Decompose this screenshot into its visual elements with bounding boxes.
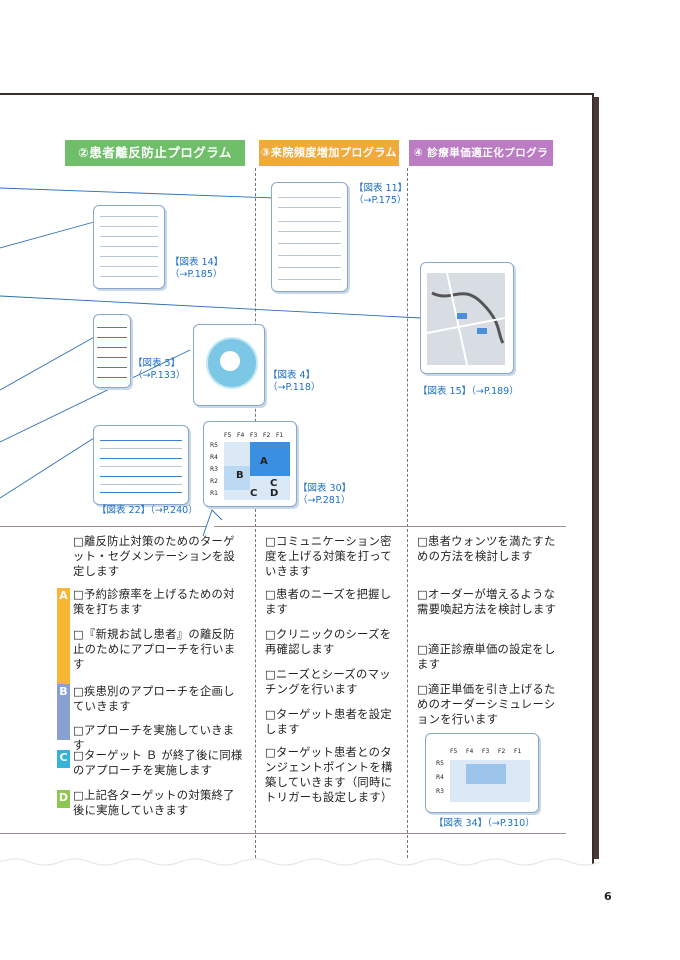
grid-col: F2 <box>498 748 506 755</box>
grid-col: F4 <box>237 432 245 439</box>
section-rule <box>0 833 566 834</box>
connector <box>0 349 191 443</box>
marker-d: D <box>57 790 70 808</box>
checklist-item[interactable]: □適正単価を引き上げるためのオーダーシミュレーションを行います <box>417 683 556 726</box>
figure-4-label: 【図表 4】 <box>268 370 316 381</box>
grid-row: R3 <box>436 788 444 795</box>
header-col2: ②患者離反防止プログラム <box>65 140 245 166</box>
grid-col: F5 <box>450 748 458 755</box>
figure-30-page: （→P.281） <box>298 495 351 506</box>
figure-34-thumbnail[interactable]: F5 F4 F3 F2 F1 R5 R4 R3 <box>425 733 539 813</box>
figure-14-thumbnail[interactable] <box>93 205 165 289</box>
checklist-item[interactable]: □適正診療単価の設定をします <box>417 643 556 671</box>
segment-letter: C <box>250 488 258 499</box>
section-rule <box>0 526 566 527</box>
figure-4-page: （→P.118） <box>268 382 321 393</box>
header-col3: ③来院頻度増加プログラム <box>259 140 399 166</box>
grid-body: A B C C D <box>224 442 290 500</box>
figure-34-label: 【図表 34】（→P.310） <box>434 818 535 829</box>
figure-14-label: 【図表 14】 <box>170 257 224 268</box>
grid-row: R3 <box>210 466 218 473</box>
page-number: 6 <box>604 890 612 903</box>
segment-letter: D <box>270 488 279 499</box>
figure-30-label: 【図表 30】 <box>298 483 352 494</box>
segment-letter: C <box>270 478 278 489</box>
grid-row: R2 <box>210 478 218 485</box>
checklist-item[interactable]: □上記各ターゲットの対策終了後に実施していきます <box>73 789 235 817</box>
page-shadow <box>594 97 599 859</box>
header-col4: ④ 診療単価適正化プログラム <box>409 140 553 185</box>
figure-5-page: （→P.133） <box>133 370 186 381</box>
marker-a: A <box>57 588 70 686</box>
grid-col: F2 <box>263 432 271 439</box>
figure-5-label: 【図表 5】 <box>133 358 181 369</box>
grid-col: F1 <box>276 432 284 439</box>
segment-letter: A <box>260 456 268 467</box>
figure-5-thumbnail[interactable] <box>93 314 131 388</box>
figure-22-thumbnail[interactable] <box>93 425 189 505</box>
column-divider <box>407 168 408 858</box>
checklist-item[interactable]: □コミュニケーション密度を上げる対策を打っていきます <box>265 535 393 578</box>
figure-30-thumbnail[interactable]: F5 F4 F3 F2 F1 R5 R4 R3 R2 R1 A B C C D <box>203 421 297 507</box>
connector <box>0 187 276 199</box>
checklist-item[interactable]: □疾患別のアプローチを企画していきます <box>73 685 235 713</box>
grid-col: F3 <box>250 432 258 439</box>
checklist-item[interactable]: □離反防止対策のためのターゲット・セグメンテーションを設定します <box>73 535 236 578</box>
figure-11-thumbnail[interactable] <box>271 182 348 292</box>
connector <box>0 437 95 499</box>
wavy-edge <box>0 858 600 886</box>
column-divider <box>255 168 256 858</box>
grid-row: R5 <box>436 760 444 767</box>
checklist-item[interactable]: □予約診療率を上げるための対策を打ちます <box>73 588 235 616</box>
checklist-item[interactable]: □ターゲット Ｂ が終了後に同様のアプローチを実施します <box>73 749 243 777</box>
segment-letter: B <box>236 470 244 481</box>
grid-row: R1 <box>210 490 218 497</box>
grid-col-headers: F5 F4 F3 F2 F1 <box>224 432 290 440</box>
figure-11-label: 【図表 11】 <box>354 183 408 194</box>
checklist-item[interactable]: □オーダーが増えるような需要喚起方法を検討します <box>417 588 557 616</box>
checklist-item[interactable]: □ターゲット患者とのタンジェントポイントを構築していきます（同時にトリガーも設定… <box>265 746 393 804</box>
grid-row: R5 <box>210 442 218 449</box>
grid-col: F4 <box>466 748 474 755</box>
figure-22-label: 【図表 22】（→P.240） <box>97 505 198 516</box>
checklist-item[interactable]: □ターゲット患者を設定します <box>265 708 392 736</box>
figure-14-page: （→P.185） <box>170 269 223 280</box>
grid-col: F5 <box>224 432 232 439</box>
figure-15-label: 【図表 15】（→P.189） <box>418 386 519 397</box>
checklist-item[interactable]: □『新規お試し患者』の離反防止のためにアプローチを行います <box>73 628 236 671</box>
grid-col: F1 <box>514 748 522 755</box>
figure-15-thumbnail[interactable] <box>420 262 514 374</box>
grid-row: R4 <box>210 454 218 461</box>
figure-11-page: （→P.175） <box>354 195 407 206</box>
checklist-item[interactable]: □アプローチを実施していきます <box>73 724 235 752</box>
figure-4-thumbnail[interactable] <box>193 324 265 406</box>
checklist-item[interactable]: □患者ウォンツを満たすための方法を検討します <box>417 535 556 563</box>
checklist-item[interactable]: □ニーズとシーズのマッチングを行います <box>265 668 391 696</box>
grid-col: F3 <box>482 748 490 755</box>
connector <box>0 221 95 249</box>
grid-row: R4 <box>436 774 444 781</box>
checklist-item[interactable]: □クリニックのシーズを再確認します <box>265 628 392 656</box>
checklist-item[interactable]: □患者のニーズを把握します <box>265 588 392 616</box>
marker-b: B <box>57 684 70 740</box>
connector <box>0 295 422 319</box>
marker-c: C <box>57 750 70 768</box>
